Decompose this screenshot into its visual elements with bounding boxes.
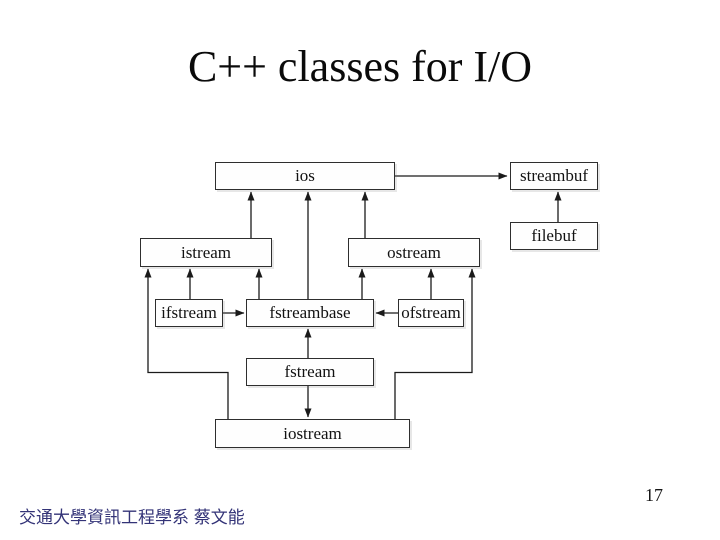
node-iostream: iostream	[215, 419, 410, 448]
edge-iostream-to-ostream	[394, 268, 476, 419]
node-ofstream: ofstream	[398, 299, 464, 327]
slide-title: C++ classes for I/O	[187, 42, 533, 91]
node-filebuf: filebuf	[510, 222, 598, 250]
node-streambuf: streambuf	[510, 162, 598, 190]
node-fstreambase: fstreambase	[246, 299, 374, 327]
node-ios: ios	[215, 162, 395, 190]
node-ifstream: ifstream	[155, 299, 223, 327]
edge-iostream-to-istream	[144, 268, 229, 419]
footer-department-author: 交通大學資訊工程學系 蔡文能	[19, 508, 245, 527]
page-number: 17	[645, 485, 663, 505]
node-ostream: ostream	[348, 238, 480, 267]
node-fstream: fstream	[246, 358, 374, 386]
node-istream: istream	[140, 238, 272, 267]
